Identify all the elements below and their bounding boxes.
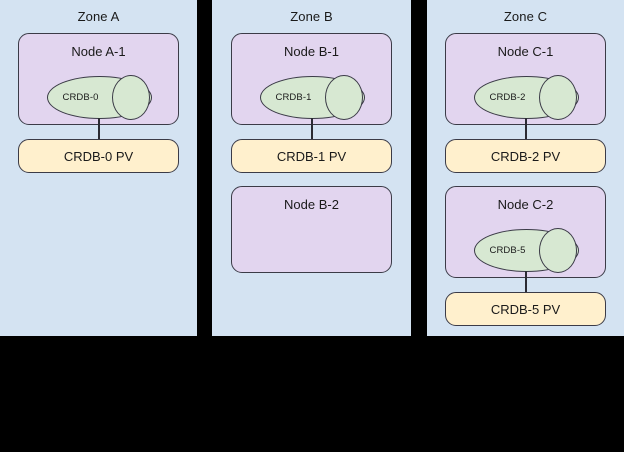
database-crdb-5[interactable]: CRDB-5 [474,228,579,273]
node-c-1-title: Node C-1 [497,44,554,59]
database-crdb-0-label: CRDB-0 [62,92,99,103]
database-crdb-1-label: CRDB-1 [275,92,312,103]
database-crdb-2-label: CRDB-2 [489,92,526,103]
database-crdb-2[interactable]: CRDB-2 [474,75,579,120]
zone-a: Zone A Node A-1 CRDB-0 CRDB-0 PV [0,0,197,336]
node-b-2-title: Node B-2 [284,197,339,212]
pv-crdb-1[interactable]: CRDB-1 PV [231,139,392,173]
zone-c: Zone C Node C-1 CRDB-2 CRDB-2 PV Node C-… [427,0,624,336]
zone-a-title: Zone A [77,9,120,24]
cylinder-cap [539,75,577,120]
node-c-2[interactable]: Node C-2 CRDB-5 [445,186,606,278]
zone-c-title: Zone C [503,9,548,24]
connector-node-c-1-to-pv [525,118,527,140]
database-crdb-5-label: CRDB-5 [489,245,526,256]
cylinder-cap [112,75,150,120]
cylinder-cap [325,75,363,120]
pv-crdb-0[interactable]: CRDB-0 PV [18,139,179,173]
node-c-2-title: Node C-2 [497,197,554,212]
node-b-2[interactable]: Node B-2 [231,186,392,273]
node-b-1-title: Node B-1 [284,44,339,59]
zone-b-title: Zone B [290,9,333,24]
pv-crdb-5[interactable]: CRDB-5 PV [445,292,606,326]
database-crdb-0[interactable]: CRDB-0 [47,75,152,120]
cylinder-cap [539,228,577,273]
database-crdb-1[interactable]: CRDB-1 [260,75,365,120]
connector-node-c-2-to-pv [525,271,527,293]
connector-node-a-1-to-pv [98,118,100,140]
node-c-1[interactable]: Node C-1 CRDB-2 [445,33,606,125]
node-b-1[interactable]: Node B-1 CRDB-1 [231,33,392,125]
node-a-1-title: Node A-1 [71,44,126,59]
node-a-1[interactable]: Node A-1 CRDB-0 [18,33,179,125]
connector-node-b-1-to-pv [311,118,313,140]
pv-crdb-2[interactable]: CRDB-2 PV [445,139,606,173]
zone-b: Zone B Node B-1 CRDB-1 CRDB-1 PV Node B-… [212,0,411,336]
